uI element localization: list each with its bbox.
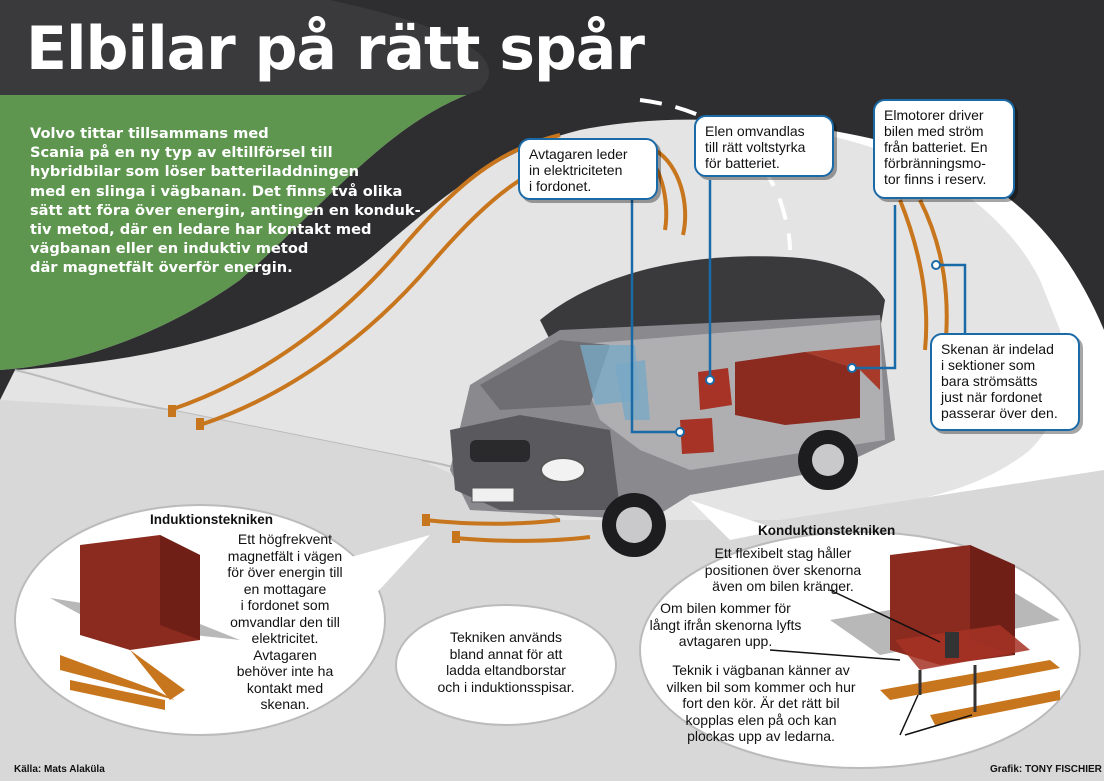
battery-box [735,352,860,425]
callout-omvandlas: Elen omvandlas till rätt voltstyrka för … [694,115,834,177]
van-grille [470,440,530,462]
center-line [639,98,792,251]
van [450,256,895,557]
tekniken-bubble [395,604,617,726]
induction-rail-bottom [70,680,165,710]
van-front [450,415,620,510]
van-windshield [480,340,610,410]
rail-connectors [168,405,460,543]
callout-elmotorer: Elmotorer driver bilen med ström från ba… [873,99,1015,199]
induction-text: Ett högfrekvent magnetfält i vägen för ö… [227,531,343,712]
induction-figure [50,535,240,710]
conduction-teknik: Teknik i vägbanan känner av vilken bil s… [666,662,856,744]
road-asphalt [0,0,1104,400]
callout-lines [630,180,967,434]
callout-dots [675,260,941,437]
pickup-rod [945,632,959,658]
intro-text: Volvo tittar tillsammans med Scania på e… [30,125,421,277]
converter-box [698,368,732,410]
conduction-lyfts: Om bilen kommer för långt ifrån skenorna… [649,600,802,649]
van-headlight [540,457,586,483]
induction-heading: Induktionstekniken [150,512,274,527]
conduction-pointers [769,589,973,736]
tekniken-text: Tekniken används bland annat för att lad… [437,629,575,695]
conduction-stag: Ett flexibelt stag håller positionen öve… [704,545,862,594]
page-title: Elbilar på rätt spår [26,14,645,84]
van-plate [471,487,515,503]
graphic-credit: Grafik: TONY FISCHIER [990,764,1102,775]
pickup-box [680,418,714,454]
source-credit: Källa: Mats Alaküla [14,764,105,775]
callout-avtagaren: Avtagaren leder in elektriciteten i ford… [518,138,658,200]
grass-area [0,74,1104,370]
callout-skenan: Skenan är indelad i sektioner som bara s… [930,333,1080,431]
conduction-heading: Konduktionstekniken [758,523,896,538]
